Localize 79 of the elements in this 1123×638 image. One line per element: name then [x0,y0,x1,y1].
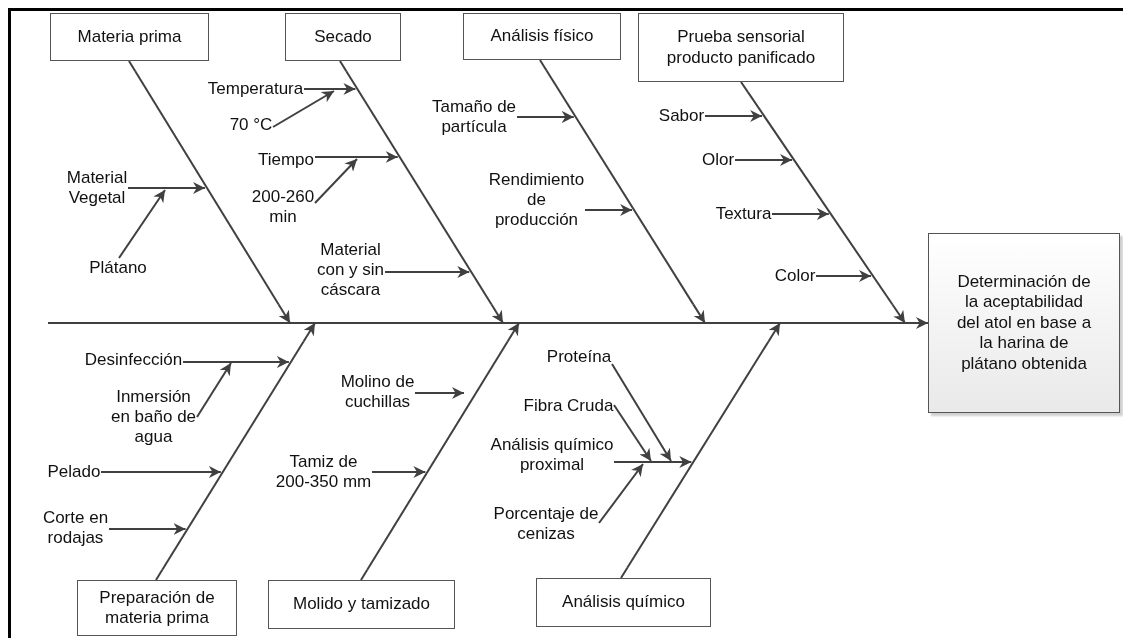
category-box [536,578,711,627]
arrow [516,111,575,123]
arrow [734,154,794,166]
arrow [613,456,693,468]
arrow [815,270,872,282]
arrow [613,404,652,462]
category-text: Preparación de materia prima [98,587,216,629]
category-box [50,13,209,61]
cause-label: Material con y sin cáscara [316,239,385,301]
arrow [108,523,187,535]
arrow [182,356,290,368]
connector-line [539,59,548,72]
arrow [272,90,335,128]
cause-label: Rendimiento de producción [488,169,585,231]
cause-label: Porcentaje de cenizas [493,503,599,545]
category-text: Molido y tamizado [292,594,431,615]
category-text: Análisis químico [561,592,686,613]
arrow [118,189,166,259]
arrow [302,322,316,343]
cause-label: Tamiz de 200-350 mm [275,451,372,493]
arrow [584,204,634,216]
cause-label: Desinfección [84,350,183,371]
cause-label: Tiempo [257,150,315,171]
connector-line [360,568,369,581]
connector-line [339,60,348,73]
category-box [268,580,455,629]
connector-line [155,568,164,581]
arrow [598,463,644,524]
arrow [314,151,399,163]
arrow [506,322,520,343]
cause-label: 200-260 min [251,186,315,228]
category-text: Análisis físico [489,26,595,47]
arrow [100,466,222,478]
cause-label: Fibra Cruda [523,396,614,417]
effect-text: Determinación de la aceptabilidad del atol en base a la harina de plátano obtenida [955,272,1093,374]
cause-label: Pelado [47,462,101,483]
arrow [692,303,706,324]
category-text: Prueba sensorial producto panificado [665,27,817,68]
cause-label: Olor [701,150,735,171]
arrow [384,266,471,278]
cause-label: Proteína [546,347,612,368]
cause-label: Sabor [658,106,705,127]
connector-line [620,566,629,579]
arrow [277,303,291,324]
category-box [463,13,621,60]
effect-box [928,233,1120,413]
cause-label: 70 °C [229,115,273,136]
arrow [611,363,672,462]
cause-label: Temperatura [207,79,304,100]
arrow [704,110,764,122]
connector-line [740,81,749,93]
arrow [414,387,465,399]
arrow [490,303,504,324]
cause-label: Tamaño de partícula [431,96,517,138]
category-box [77,580,237,636]
cause-label: Inmersión en baño de agua [110,386,197,448]
arrow [314,158,358,204]
cause-label: Plátano [88,258,148,279]
arrow [127,182,207,194]
cause-label: Color [774,266,816,287]
category-text: Secado [313,26,373,48]
cause-label: Material Vegetal [66,167,128,209]
arrow [771,208,830,220]
category-box [638,13,844,82]
bone-line [626,340,770,569]
connector-line [128,60,137,73]
arrow [196,362,232,418]
category-box [285,13,401,61]
cause-label: Molino de cuchillas [340,371,415,413]
arrow [891,303,906,324]
arrow [371,466,427,478]
cause-label: Textura [715,204,772,225]
cause-label: Análisis químico proximal [490,434,614,476]
category-text: Materia prima [76,26,183,48]
cause-label: Corte en rodajas [42,507,109,549]
arrow [767,322,781,343]
spine-line [47,322,911,324]
arrow [303,83,357,95]
arrow [909,317,929,329]
